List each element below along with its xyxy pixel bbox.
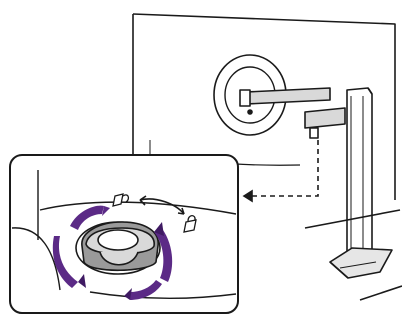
rotation-knob: [76, 222, 160, 274]
guide-arrow: [244, 140, 318, 201]
stand-column: [347, 88, 372, 262]
detail-inset: [10, 155, 238, 313]
